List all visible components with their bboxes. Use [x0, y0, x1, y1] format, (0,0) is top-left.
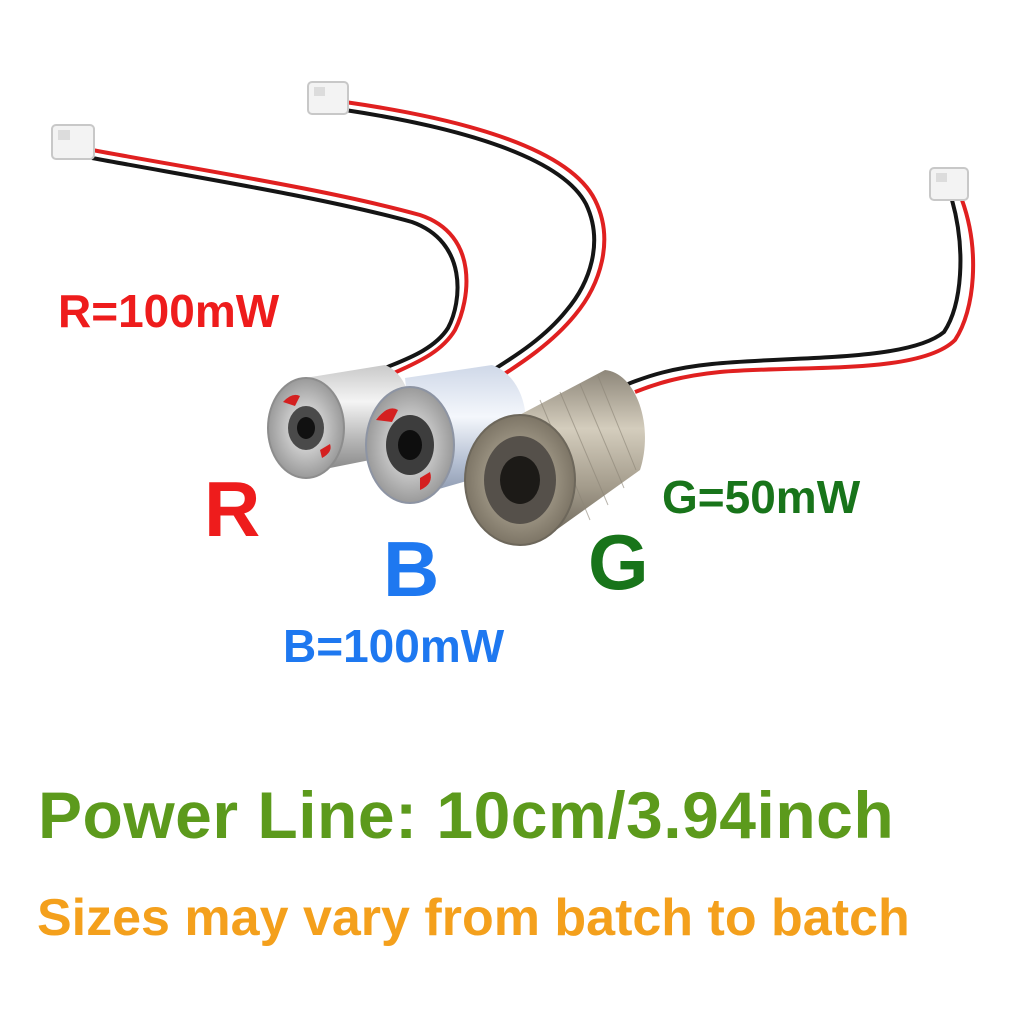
green-module-wires: [627, 199, 976, 394]
blue-module-wires: [344, 100, 607, 384]
green-module-connector: [929, 167, 969, 201]
blue-power-label: B=100mW: [283, 620, 505, 672]
red-power-label: R=100mW: [58, 285, 280, 337]
green-power-label: G=50mW: [662, 471, 861, 523]
green-laser-module: [464, 370, 645, 546]
red-letter-label: R: [204, 465, 261, 553]
red-module-wires: [91, 148, 469, 377]
sizes-note-caption: Sizes may vary from batch to batch: [37, 889, 910, 947]
green-letter-label: G: [588, 518, 649, 606]
red-module-connector: [51, 124, 95, 160]
blue-letter-label: B: [383, 525, 440, 613]
blue-module-connector: [307, 81, 349, 115]
power-line-caption: Power Line: 10cm/3.94inch: [38, 778, 895, 852]
